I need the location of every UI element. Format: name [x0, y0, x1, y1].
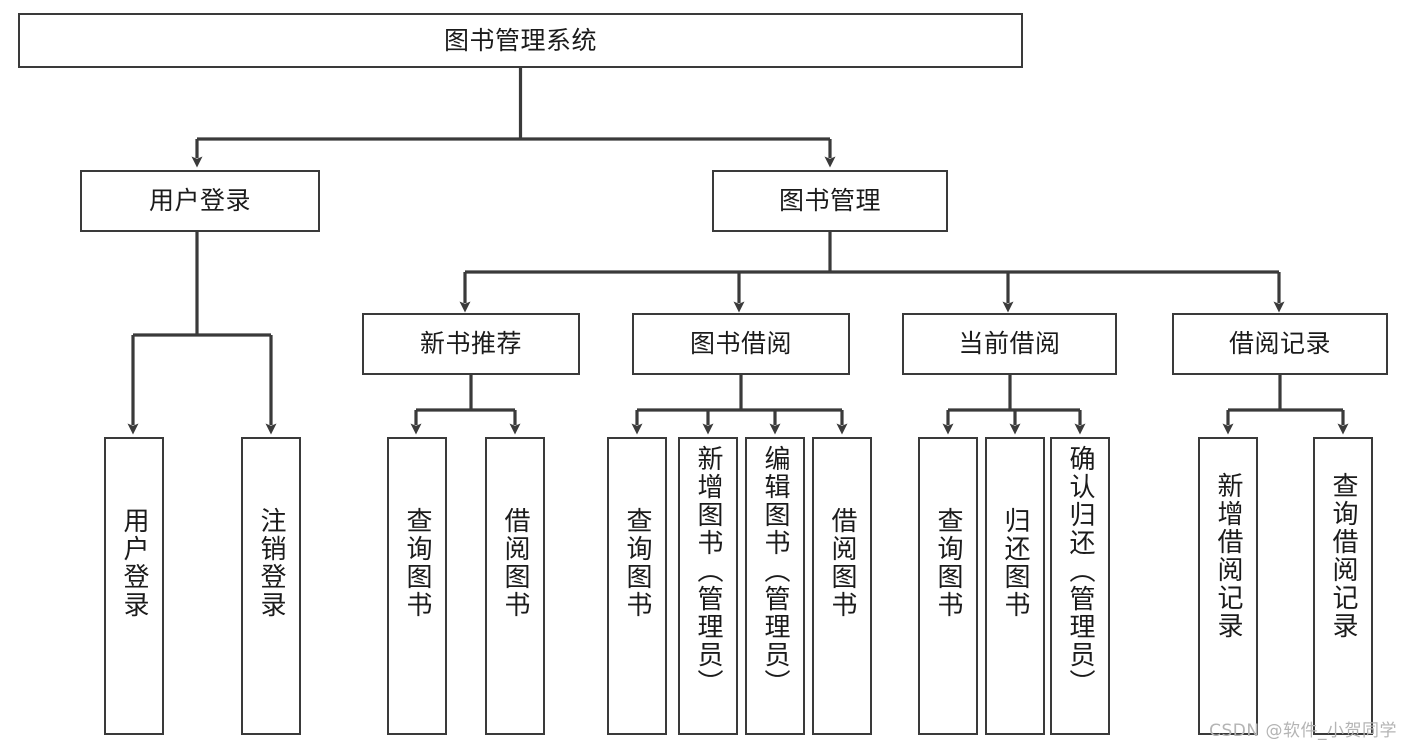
node-label: 图书管理	[778, 186, 881, 215]
node-current-borrow[interactable]: 当前借阅	[902, 313, 1117, 375]
node-label: 查询图书	[402, 507, 432, 619]
node-leaf-query-book-current[interactable]: 查询图书	[918, 437, 978, 735]
node-leaf-query-borrow-record[interactable]: 查询借阅记录	[1313, 437, 1373, 735]
node-leaf-edit-book-admin[interactable]: 编辑图书（管理员）	[745, 437, 805, 735]
node-leaf-logout[interactable]: 注销登录	[241, 437, 301, 735]
node-label: 查询借阅记录	[1328, 472, 1358, 640]
node-new-book-recommend[interactable]: 新书推荐	[362, 313, 580, 375]
node-label: 新书推荐	[419, 329, 522, 358]
node-leaf-query-book-recommend[interactable]: 查询图书	[387, 437, 447, 735]
node-label: 图书管理系统	[443, 25, 597, 55]
node-label: 图书借阅	[689, 329, 792, 358]
node-label: 借阅图书	[500, 507, 530, 619]
node-leaf-add-borrow-record[interactable]: 新增借阅记录	[1198, 437, 1258, 735]
node-label: 归还图书	[1000, 507, 1030, 619]
node-label: 借阅记录	[1228, 329, 1331, 358]
node-leaf-confirm-return-admin[interactable]: 确认归还（管理员）	[1050, 437, 1110, 735]
node-label: 新增借阅记录	[1213, 472, 1243, 640]
node-leaf-user-login[interactable]: 用户登录	[104, 437, 164, 735]
node-book-management[interactable]: 图书管理	[712, 170, 948, 232]
node-label: 查询图书	[622, 507, 652, 619]
node-leaf-return-book[interactable]: 归还图书	[985, 437, 1045, 735]
node-label: 用户登录	[148, 186, 251, 215]
node-label: 查询图书	[933, 507, 963, 619]
node-label: 注销登录	[256, 507, 286, 619]
node-leaf-borrow-book-recommend[interactable]: 借阅图书	[485, 437, 545, 735]
node-label: 借阅图书	[827, 507, 857, 619]
node-borrow-record[interactable]: 借阅记录	[1172, 313, 1388, 375]
node-book-borrow[interactable]: 图书借阅	[632, 313, 850, 375]
node-label: 确认归还（管理员）	[1065, 445, 1095, 697]
node-root-system[interactable]: 图书管理系统	[18, 13, 1023, 68]
node-label: 编辑图书（管理员）	[760, 445, 790, 697]
node-user-login[interactable]: 用户登录	[80, 170, 320, 232]
node-label: 用户登录	[119, 507, 149, 619]
node-label: 当前借阅	[958, 329, 1061, 358]
node-leaf-borrow-book[interactable]: 借阅图书	[812, 437, 872, 735]
node-label: 新增图书（管理员）	[693, 445, 723, 697]
node-leaf-add-book-admin[interactable]: 新增图书（管理员）	[678, 437, 738, 735]
node-leaf-query-book-borrow[interactable]: 查询图书	[607, 437, 667, 735]
